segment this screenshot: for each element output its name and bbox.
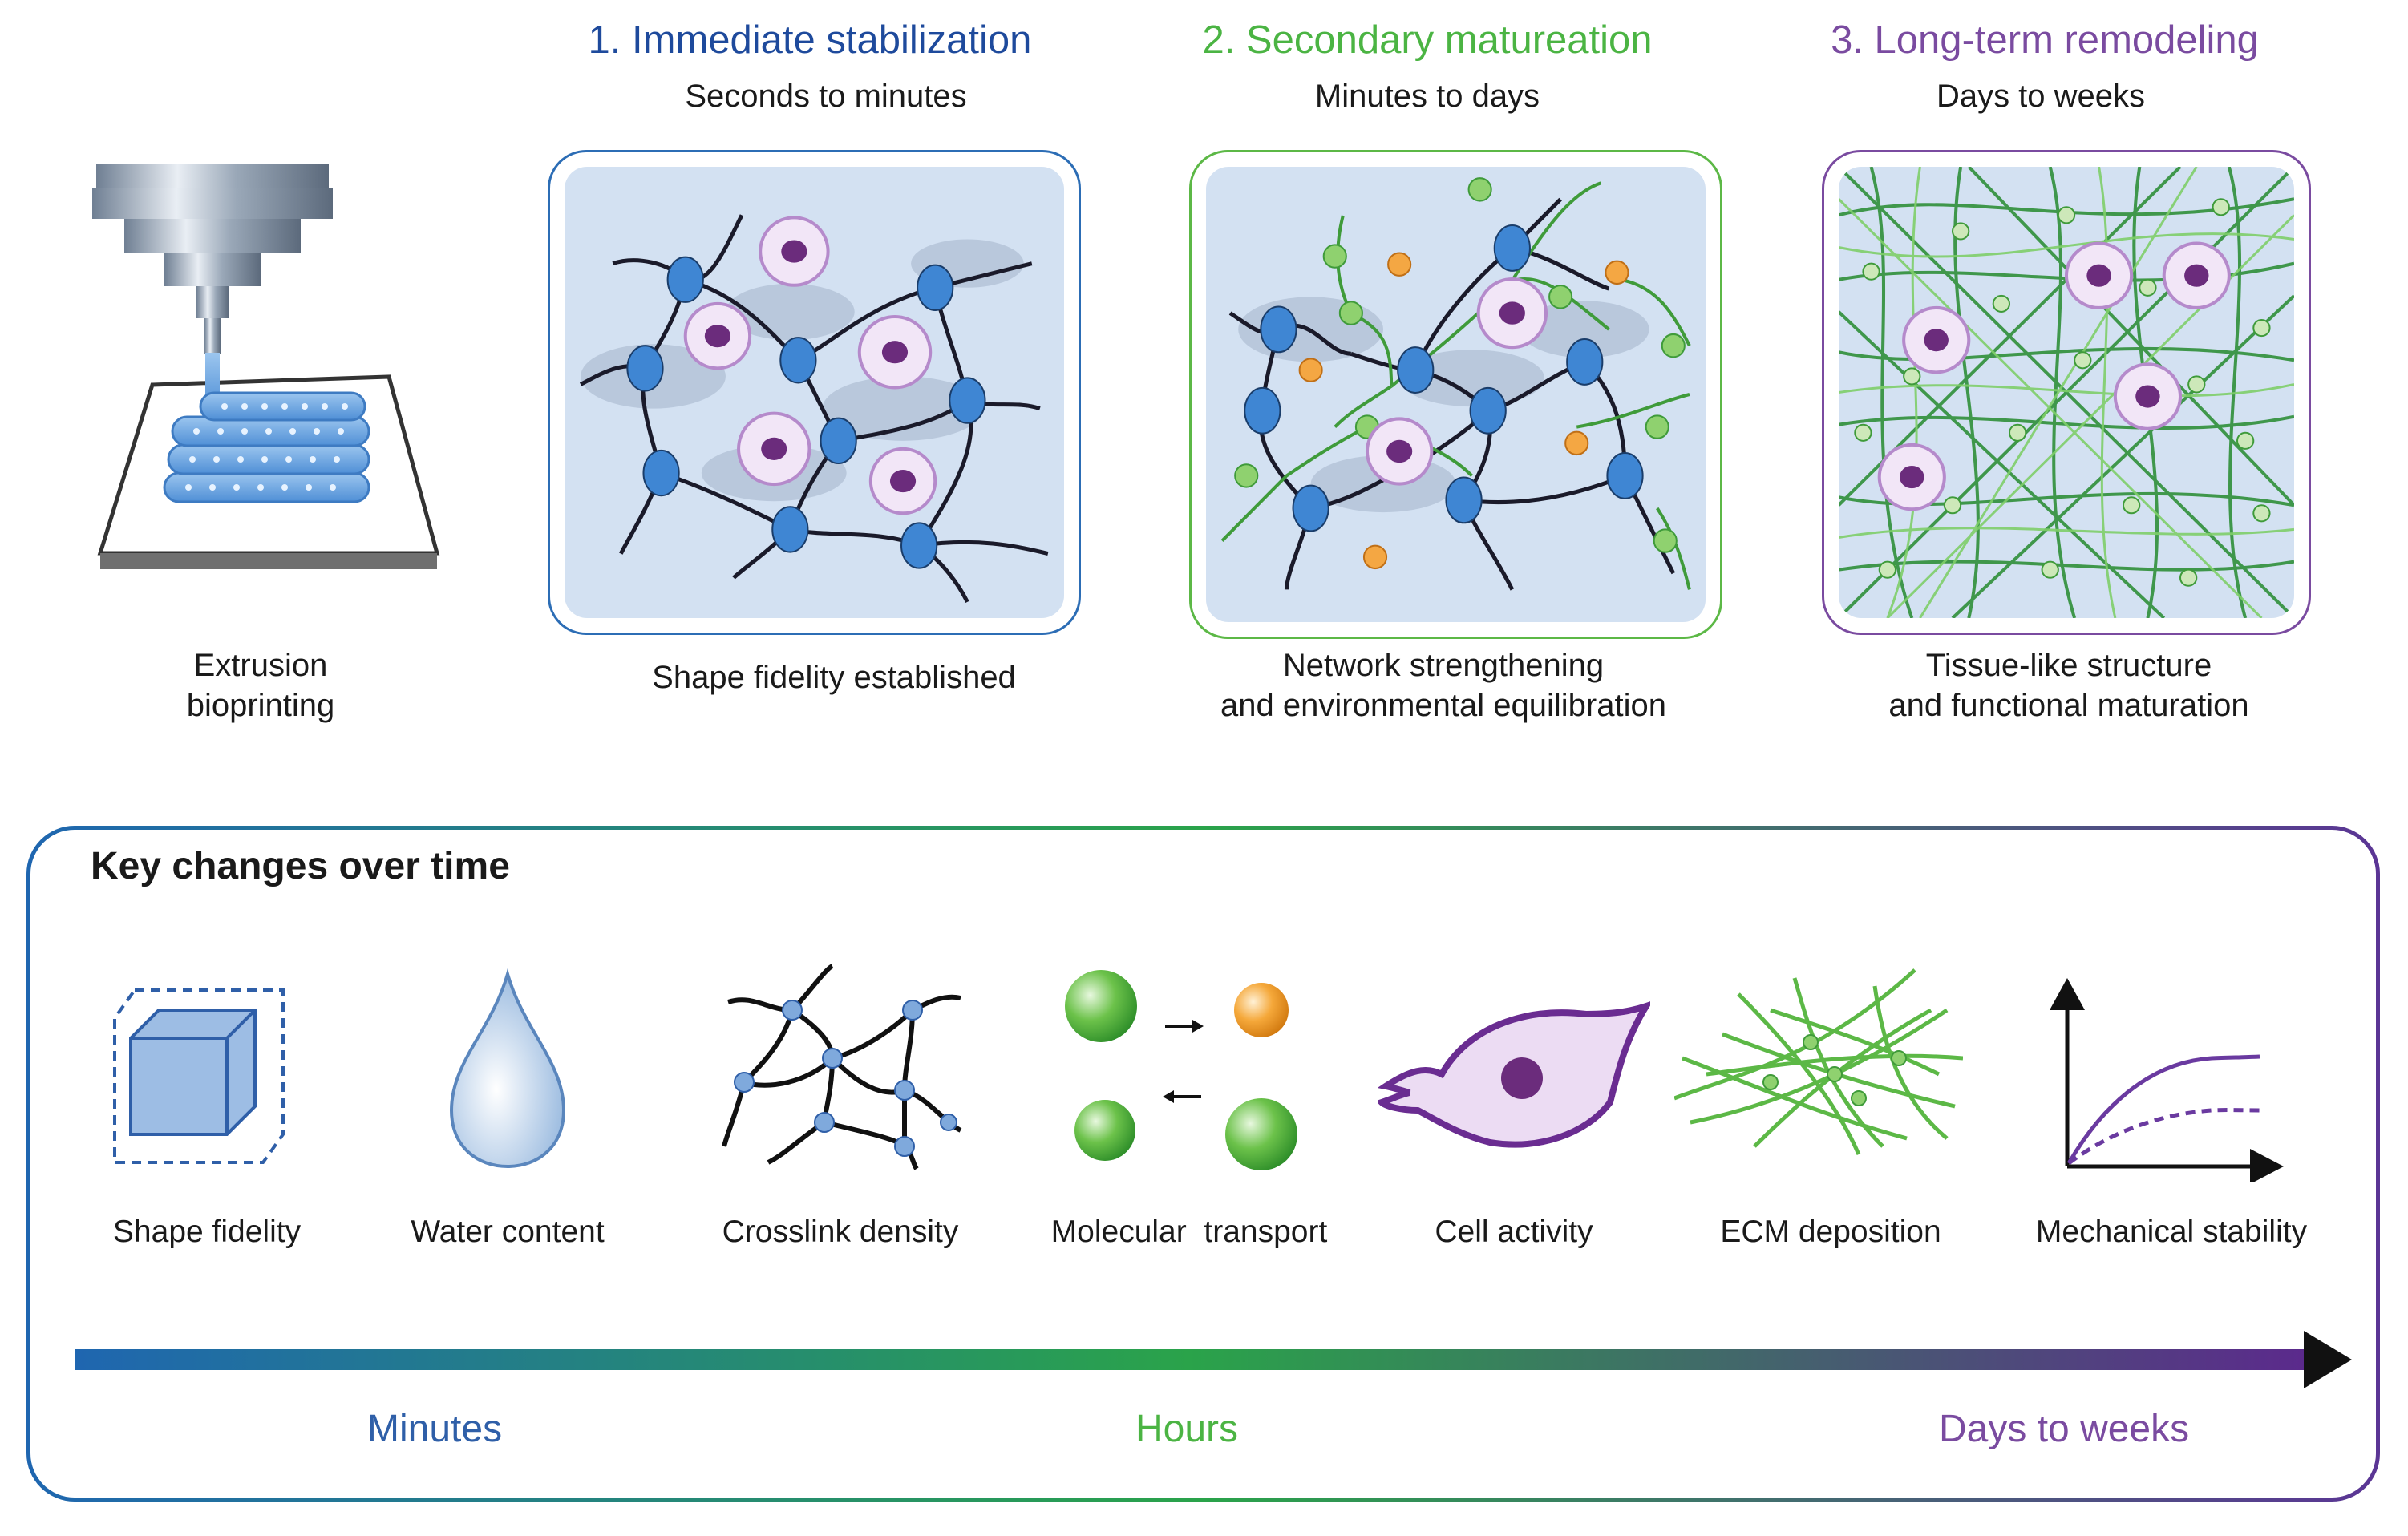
- key-label-shape-fidelity: Shape fidelity: [112, 1215, 302, 1249]
- key-label-water-content: Water content: [411, 1215, 605, 1249]
- crosslink-network-icon: [720, 962, 969, 1170]
- key-label-molecular-transport: Molecular transport: [1050, 1215, 1328, 1249]
- printer-caption-line1: Extrusion: [193, 648, 328, 683]
- stage3-caption: Tissue-like structure and functional mat…: [1788, 645, 2349, 726]
- fiber-mesh-icon: [1673, 962, 1964, 1162]
- stage2-subtitle: Minutes to days: [1314, 79, 1540, 114]
- key-label-cell-activity: Cell activity: [1435, 1215, 1593, 1249]
- stage1-subtitle: Seconds to minutes: [685, 79, 967, 114]
- stage3-title: 3. Long-term remodeling: [1831, 18, 2259, 62]
- ecm-fiber-mesh-stage3: [1839, 167, 2294, 618]
- stage2-caption-line2: and environmental equilibration: [1220, 688, 1666, 723]
- stage1-caption: Shape fidelity established: [553, 657, 1115, 697]
- stage1-title: 1. Immediate stabilization: [588, 18, 1032, 62]
- stage2-caption-line1: Network strengthening: [1282, 648, 1605, 683]
- hydrogel-network-stage1: [579, 214, 1049, 604]
- timeline-label-hours: Hours: [1135, 1408, 1239, 1450]
- stage3-caption-line2: and functional maturation: [1888, 688, 2249, 723]
- printer-caption: Extrusion bioprinting: [128, 645, 393, 726]
- stage1-caption-line1: Shape fidelity established: [652, 660, 1016, 695]
- bioprinter-illustration: [88, 156, 449, 581]
- stage2-caption: Network strengthening and environmental …: [1163, 645, 1724, 726]
- stage3-caption-line1: Tissue-like structure: [1925, 648, 2212, 683]
- growth-curve-icon: [2035, 974, 2292, 1184]
- cube-icon: [103, 974, 303, 1174]
- timeline-label-minutes: Minutes: [367, 1408, 503, 1450]
- printer-caption-line2: bioprinting: [186, 688, 335, 723]
- key-label-crosslink-density: Crosslink density: [722, 1215, 959, 1249]
- cell-icon: [1375, 998, 1654, 1158]
- water-drop-icon: [435, 966, 580, 1174]
- stage3-subtitle: Days to weeks: [1936, 79, 2146, 114]
- hydrogel-network-stage2: [1220, 177, 1691, 591]
- key-label-ecm-deposition: ECM deposition: [1720, 1215, 1941, 1249]
- timeline-arrow: [75, 1327, 2352, 1391]
- stage1-panel: [548, 150, 1081, 635]
- stage2-title: 2. Secondary matureation: [1202, 18, 1653, 62]
- timeline-label-days-to-weeks: Days to weeks: [1939, 1408, 2190, 1450]
- stage2-panel: [1189, 150, 1722, 639]
- stage3-panel: [1822, 150, 2311, 635]
- key-label-mechanical-stability: Mechanical stability: [2035, 1215, 2308, 1249]
- key-changes-title: Key changes over time: [91, 845, 510, 887]
- key-changes-panel: Key changes over time Shape fidelity Wat…: [26, 826, 2380, 1502]
- molecular-exchange-icon: [1061, 962, 1334, 1178]
